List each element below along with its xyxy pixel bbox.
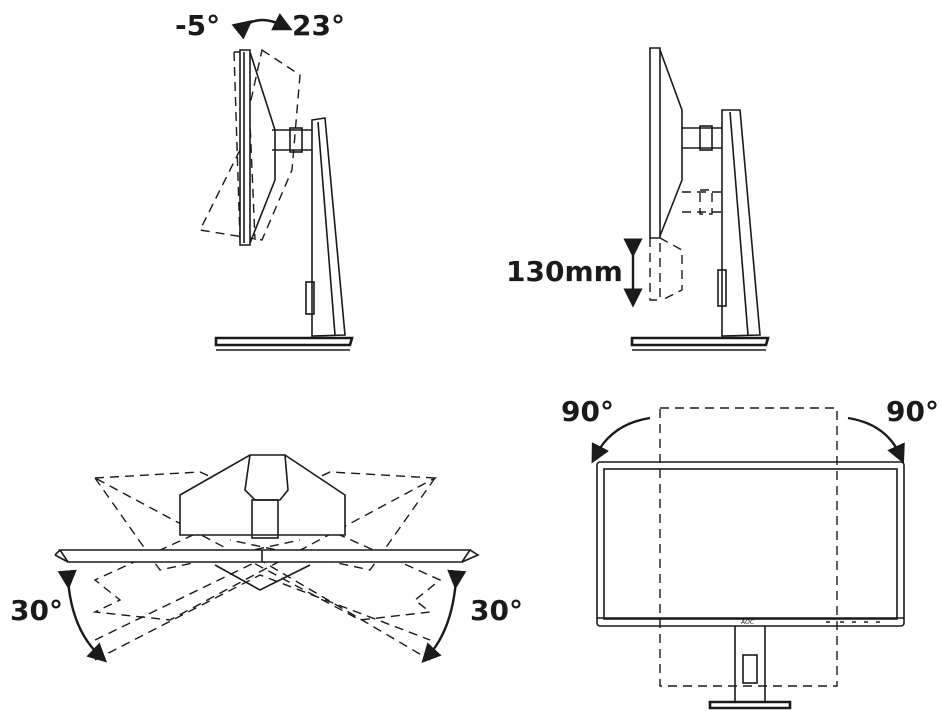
swivel-panel	[54, 454, 480, 664]
tilt-monitor-dashed	[198, 48, 301, 241]
swivel-right-label: 30°	[470, 594, 523, 627]
swivel-stand	[179, 454, 346, 591]
pivot-stand	[708, 626, 792, 710]
height-stand	[630, 109, 770, 351]
height-monitor-dashed	[649, 189, 722, 301]
tilt-monitor	[239, 49, 276, 246]
pivot-left-label: 90°	[561, 395, 614, 428]
pivot-monitor	[596, 461, 905, 627]
height-monitor	[649, 47, 683, 239]
tilt-arrow	[231, 13, 293, 40]
swivel-arrows	[57, 569, 467, 664]
tilt-forward-label: 23°	[292, 9, 345, 42]
height-panel	[623, 47, 770, 351]
pivot-right-label: 90°	[886, 395, 939, 428]
pivot-arrows	[591, 416, 905, 464]
tilt-back-label: -5°	[175, 9, 221, 42]
swivel-monitor	[54, 549, 480, 563]
tilt-stand	[214, 117, 354, 351]
height-label: 130mm	[506, 255, 623, 288]
swivel-left-label: 30°	[10, 594, 63, 627]
tilt-panel	[198, 13, 354, 351]
pivot-panel	[591, 407, 905, 710]
pivot-brand-logo: AOC	[741, 619, 755, 626]
pivot-dashed-portrait	[659, 407, 838, 687]
